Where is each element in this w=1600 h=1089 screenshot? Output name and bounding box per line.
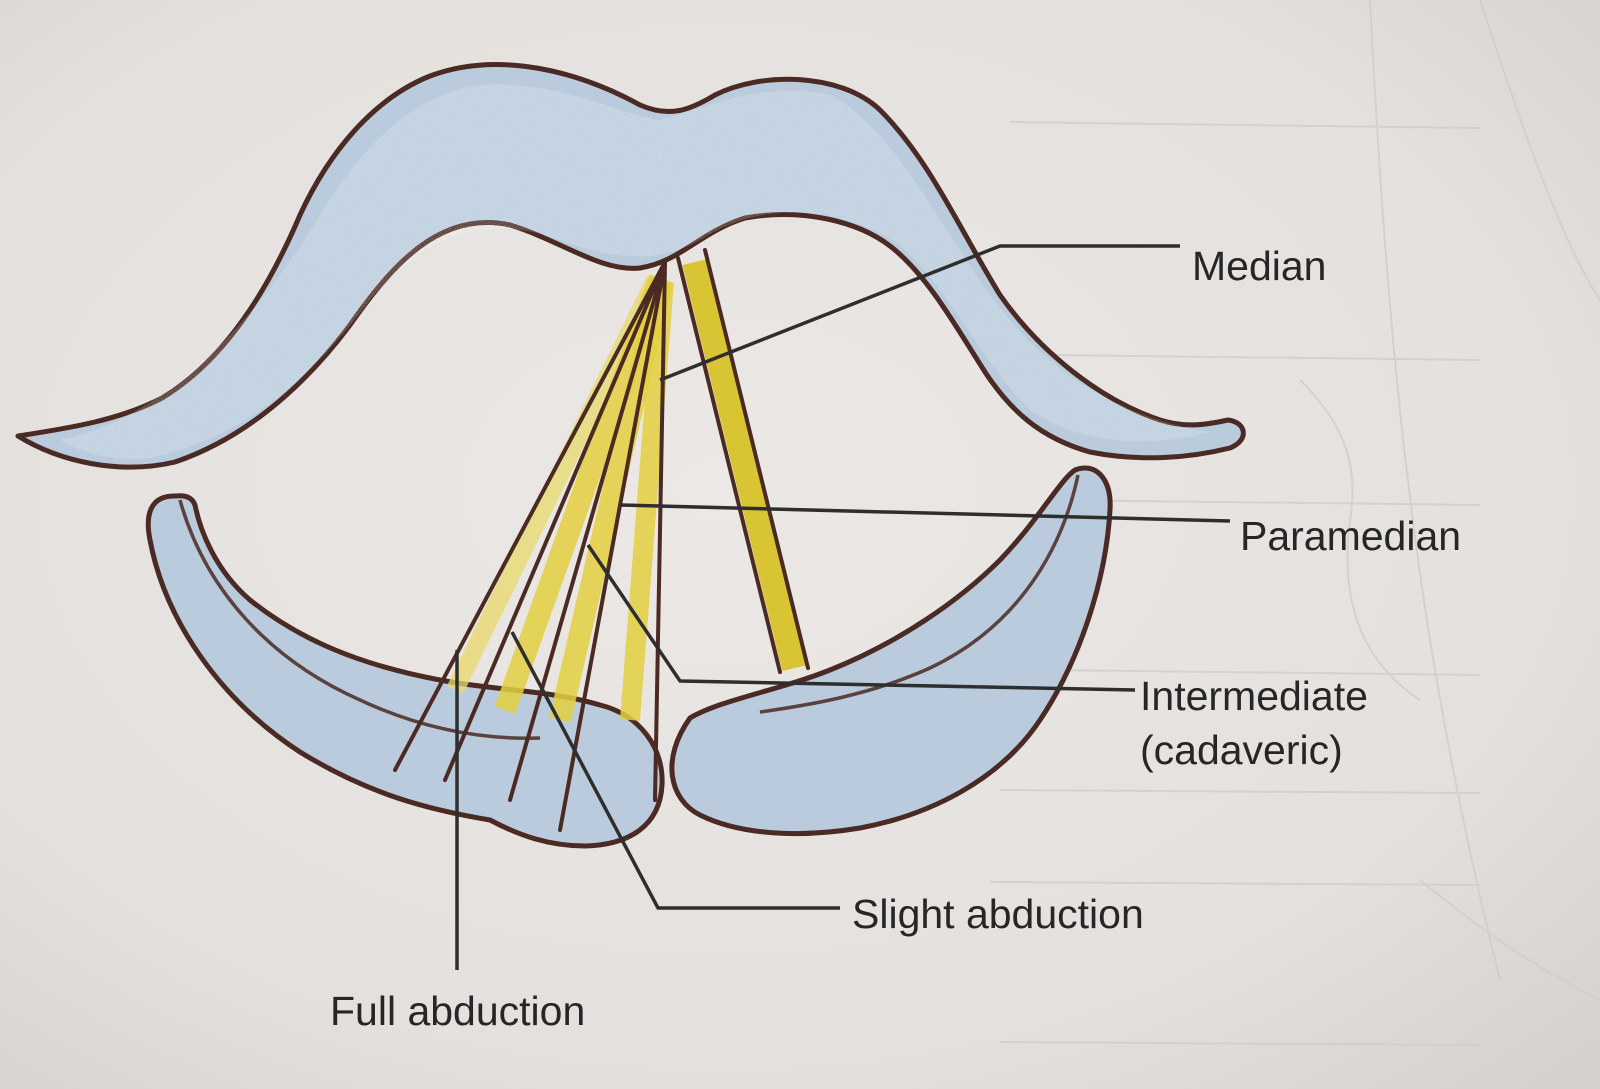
cord-band-paramedian — [620, 281, 674, 721]
label-cadaveric: (cadaveric) — [1140, 727, 1343, 773]
epiglottis-texture — [60, 84, 1210, 459]
right-lower-cartilage — [669, 465, 1113, 837]
label-slight-abduction: Slight abduction — [852, 891, 1144, 937]
label-intermediate: Intermediate — [1140, 673, 1368, 719]
cord-band-intermediate — [549, 277, 673, 723]
right-lower-cartilage-inner-line — [759, 474, 1080, 714]
label-paramedian: Paramedian — [1240, 513, 1461, 559]
leader-intermediate — [586, 544, 1136, 692]
cord-band-right-median — [682, 258, 808, 672]
leader-slight-abduction — [510, 631, 840, 910]
leader-median — [659, 244, 1180, 382]
leader-paramedian — [619, 503, 1231, 523]
cord-band-slight-abduction — [494, 274, 671, 714]
label-full-abduction: Full abduction — [330, 988, 585, 1034]
cord-bands — [446, 258, 808, 723]
cord-edge-lines — [393, 248, 810, 832]
leader-lines — [455, 244, 1231, 970]
label-median: Median — [1192, 243, 1326, 289]
left-lower-cartilage — [145, 493, 665, 849]
left-lower-cartilage-inner-line — [178, 499, 541, 740]
cord-band-full-abduction — [446, 276, 664, 694]
background-ghost-lines — [989, 0, 1600, 1046]
